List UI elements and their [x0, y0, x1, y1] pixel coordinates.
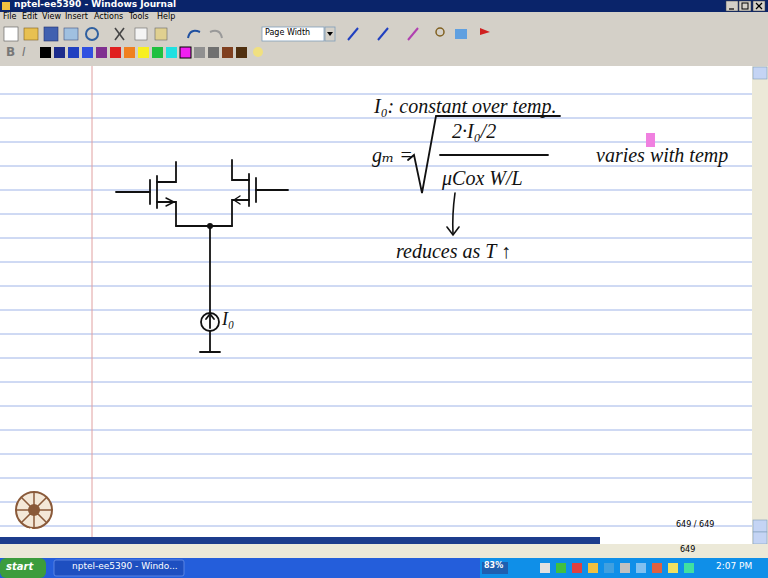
battery-box	[482, 562, 508, 574]
handwritten-note: I₀: constant over temp.	[374, 95, 556, 117]
scrollbar	[752, 66, 768, 544]
page-number: 649	[680, 546, 695, 555]
zoom-dropdown: Page Width	[265, 29, 310, 38]
handwritten-note: reduces as T ↑	[396, 240, 511, 262]
taskbar	[0, 558, 768, 578]
italic-button: I	[22, 46, 26, 59]
clock-label: 2:07 PM	[716, 562, 752, 572]
menu-item: Tools	[129, 13, 149, 22]
start-label: start	[6, 561, 33, 572]
menu-item: Help	[157, 13, 175, 22]
color-palette	[40, 47, 263, 58]
bold-button: B	[6, 46, 15, 59]
node-dot	[207, 223, 213, 229]
fraction-numerator: 2·I₀/2	[452, 120, 496, 142]
window-buttons	[726, 1, 765, 11]
battery-label: 83%	[484, 562, 503, 571]
logo-text: NPTEL	[6, 529, 35, 538]
menu-item: View	[42, 13, 61, 22]
page-counter: 649 / 649	[676, 521, 714, 530]
system-tray	[480, 558, 768, 578]
square-root-sign	[408, 116, 560, 193]
journal-page	[0, 66, 752, 544]
arrow-line	[447, 193, 459, 235]
menu-item: Insert	[65, 13, 88, 22]
handwritten-note: varies with temp	[596, 144, 728, 166]
footer-strip	[0, 537, 600, 544]
differential-pair	[116, 160, 288, 352]
start-button	[0, 558, 46, 578]
tray-icons	[540, 563, 694, 573]
menu-item: File	[3, 13, 16, 22]
nptel-logo	[16, 492, 52, 528]
status-bar	[0, 544, 768, 558]
window-title: nptel-ee5390 - Windows Journal	[14, 0, 176, 10]
toolbar-icons	[4, 27, 490, 41]
ruled-lines	[0, 94, 752, 526]
margin-line	[92, 66, 93, 544]
app-icon	[2, 2, 10, 10]
task-label: nptel-ee5390 - Windo...	[72, 562, 178, 572]
handwritten-equation: gₘ =	[372, 144, 413, 166]
task-button	[54, 560, 184, 576]
current-label: I₀	[222, 310, 234, 330]
title-bar	[0, 0, 768, 12]
fraction-denominator: μCox W/L	[442, 167, 523, 189]
menu-item: Actions	[94, 13, 123, 22]
menu-item: Edit	[22, 13, 38, 22]
